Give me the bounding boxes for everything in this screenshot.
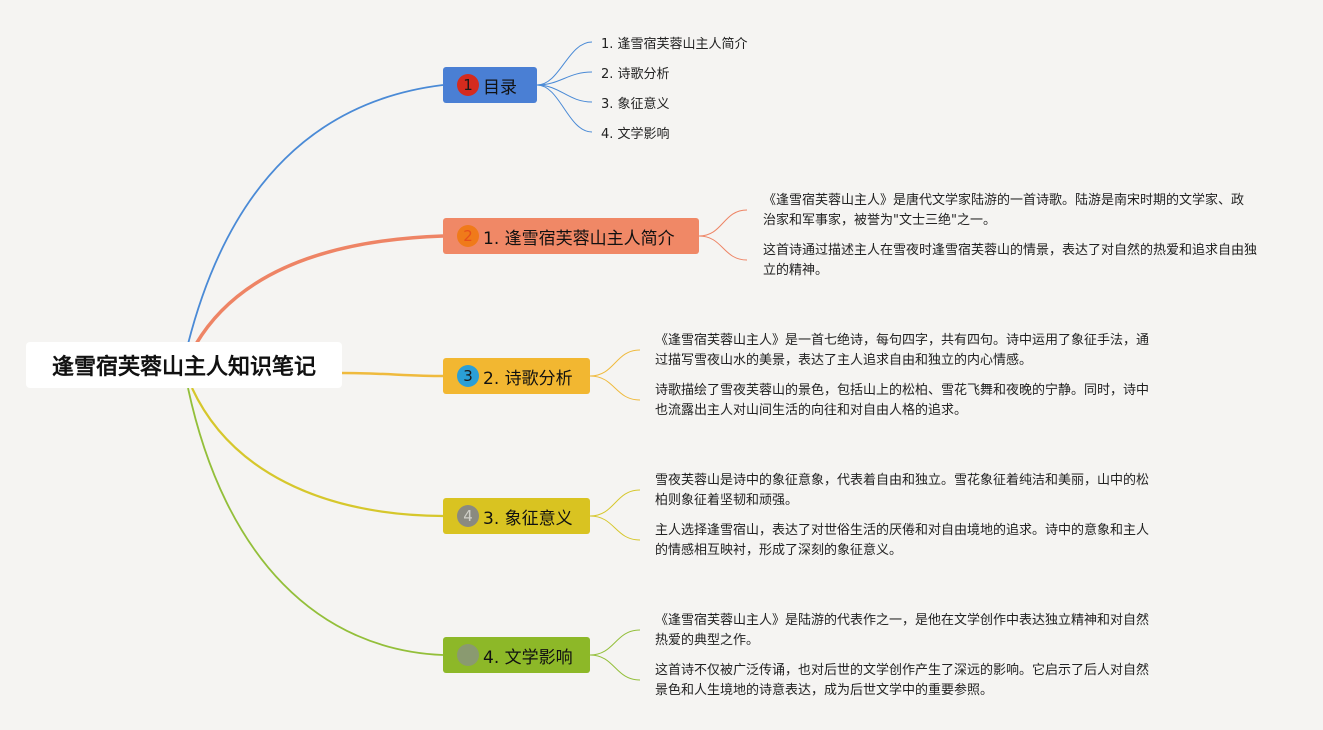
- branch-connector: [194, 234, 444, 345]
- branch-toc[interactable]: 1 目录: [443, 67, 537, 103]
- branch-connector: [187, 387, 444, 656]
- leaf-connector: [589, 375, 641, 401]
- detail-text: 这首诗不仅被广泛传诵，也对后世的文学创作产生了深远的影响。它启示了后人对自然景色…: [655, 663, 1150, 698]
- branch-intro[interactable]: 2 1. 逢雪宿芙蓉山主人简介: [443, 218, 699, 254]
- leaf-connector: [698, 209, 748, 237]
- detail-text: 雪夜芙蓉山是诗中的象征意象，代表着自由和独立。雪花象征着纯洁和美丽，山中的松柏则…: [655, 473, 1150, 508]
- branch-influence[interactable]: 5 4. 文学影响: [443, 637, 590, 673]
- branch-label: 1. 逢雪宿芙蓉山主人简介: [483, 228, 675, 249]
- number-badge-icon: 1: [457, 74, 479, 96]
- number-badge-icon: 4: [457, 505, 479, 527]
- toc-item[interactable]: 4. 文学影响: [601, 127, 670, 142]
- branch-connector: [191, 387, 444, 518]
- leaf-connector: [589, 654, 641, 681]
- leaf-connector: [589, 515, 641, 541]
- leaf-connector: [589, 349, 641, 377]
- toc-item[interactable]: 3. 象征意义: [601, 97, 670, 112]
- branch-label: 3. 象征意义: [483, 508, 573, 529]
- detail-text: 主人选择逢雪宿山，表达了对世俗生活的厌倦和对自由境地的追求。诗中的意象和主人的情…: [655, 523, 1150, 558]
- branch-label: 目录: [483, 77, 517, 98]
- leaf-connector: [589, 629, 641, 656]
- leaf-connector: [536, 41, 593, 86]
- root-title: 逢雪宿芙蓉山主人知识笔记: [51, 355, 316, 380]
- leaf-connector: [698, 235, 748, 261]
- branch-connector: [187, 84, 444, 345]
- detail-text: 《逢雪宿芙蓉山主人》是一首七绝诗，每句四字，共有四句。诗中运用了象征手法，通过描…: [655, 333, 1150, 368]
- detail-text: 《逢雪宿芙蓉山主人》是陆游的代表作之一，是他在文学创作中表达独立精神和对自然热爱…: [655, 613, 1150, 648]
- number-badge-icon: 2: [457, 225, 479, 247]
- leaf-connector: [536, 84, 593, 133]
- toc-item[interactable]: 1. 逢雪宿芙蓉山主人简介: [601, 37, 748, 52]
- toc-item[interactable]: 2. 诗歌分析: [601, 67, 670, 82]
- number-badge-icon: 3: [457, 365, 479, 387]
- leaf-connector: [536, 84, 593, 103]
- detail-text: 这首诗通过描述主人在雪夜时逢雪宿芙蓉山的情景，表达了对自然的热爱和追求自由独立的…: [763, 243, 1258, 278]
- branch-connector: [341, 371, 444, 378]
- detail-text: 《逢雪宿芙蓉山主人》是唐代文学家陆游的一首诗歌。陆游是南宋时期的文学家、政治家和…: [763, 193, 1245, 228]
- detail-text: 诗歌描绘了雪夜芙蓉山的景色，包括山上的松柏、雪花飞舞和夜晚的宁静。同时，诗中也流…: [655, 383, 1150, 418]
- branch-label: 2. 诗歌分析: [483, 368, 573, 389]
- number-badge-icon: 5: [457, 644, 479, 666]
- leaf-connector: [536, 71, 593, 86]
- leaf-connector: [589, 489, 641, 517]
- root-topic[interactable]: 逢雪宿芙蓉山主人知识笔记: [26, 342, 342, 388]
- branch-symbolism[interactable]: 4 3. 象征意义: [443, 498, 590, 534]
- branch-analysis[interactable]: 3 2. 诗歌分析: [443, 358, 590, 394]
- branch-label: 4. 文学影响: [483, 647, 573, 668]
